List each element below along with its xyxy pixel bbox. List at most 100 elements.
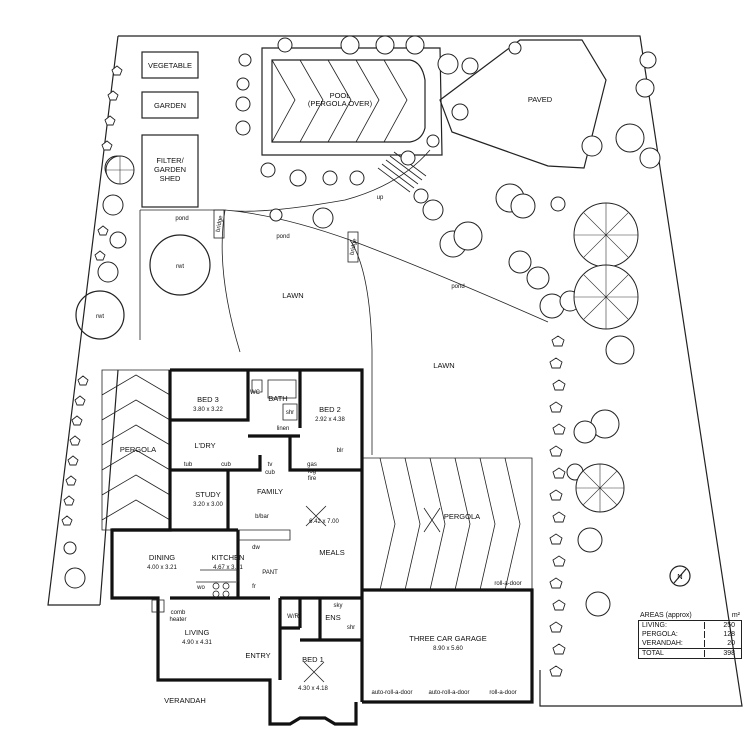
garden-bed (141, 91, 199, 119)
pergola-fan-mark (423, 507, 441, 533)
tree (453, 221, 483, 251)
pergola-east (362, 457, 533, 591)
rock-border-west (61, 375, 89, 526)
areas-total-value: 398 (704, 650, 738, 657)
bridge-label-2: bridge (350, 237, 359, 255)
hob-burner (222, 582, 230, 590)
tree (413, 188, 429, 204)
tree (605, 335, 635, 365)
entry-label: ENTRY (245, 651, 270, 660)
tree (461, 57, 479, 75)
bridge-1 (213, 209, 225, 239)
tree (64, 567, 86, 589)
tree (451, 103, 469, 121)
sky-label: sky (334, 603, 343, 609)
cub-label-1: cub (221, 462, 231, 468)
pool-water (271, 59, 426, 143)
areas-row: VERANDAH: 20 (639, 639, 741, 648)
lawn-label-1: LAWN (282, 291, 303, 300)
room-labels: BED 3 3.80 x 3.22 WC BATH shr linen BED … (147, 390, 522, 705)
tree (102, 194, 124, 216)
tub-label: tub (184, 462, 193, 468)
north-circle (669, 565, 691, 587)
areas-table: AREAS (approx) m² LIVING: 250 PERGOLA: 1… (638, 612, 742, 659)
areas-row-label: PERGOLA: (642, 631, 678, 638)
areas-total-row: TOTAL 398 (639, 648, 741, 658)
tree (63, 541, 77, 555)
hob-burner (212, 590, 220, 598)
bed1-dims: 4.30 x 4.18 (298, 686, 328, 692)
areas-row-value: 250 (704, 622, 738, 629)
tree (581, 135, 603, 157)
bed3-dims: 3.80 x 3.22 (193, 407, 223, 413)
tree (400, 150, 416, 166)
trees (63, 35, 661, 617)
tree (349, 170, 365, 186)
wc-label: WC (250, 390, 261, 396)
rock-borders (61, 65, 566, 677)
auto-roll-door-2-label: auto-roll-a-door (428, 690, 469, 696)
pool-label: POOL (330, 91, 351, 100)
tv-label: tv (268, 462, 273, 468)
wall-bedrooms (170, 370, 362, 530)
wall-ensuite (300, 598, 362, 642)
filter-shed-label-1: FILTER/ (156, 156, 184, 165)
bed1-fan-mark (303, 661, 325, 683)
areas-row-label: VERANDAH: (642, 640, 683, 647)
pond-label-2: pond (276, 234, 289, 240)
tree (289, 169, 307, 187)
roll-door-front-label: roll-a-door (489, 690, 516, 696)
kitchen-name: KITCHEN (212, 553, 245, 562)
tree (405, 35, 425, 55)
tree (238, 53, 252, 67)
tree (573, 420, 597, 444)
bed1-name: BED 1 (302, 655, 324, 664)
large-tree-branches (106, 156, 134, 184)
tree (508, 41, 522, 55)
auto-roll-door-1-label: auto-roll-a-door (371, 690, 412, 696)
tree (236, 77, 250, 91)
tree (526, 266, 550, 290)
pergola-west-label: PERGOLA (120, 445, 156, 454)
bed2-dims: 2.92 x 4.38 (315, 417, 345, 423)
dining-name: DINING (149, 553, 175, 562)
areas-row: PERGOLA: 128 (639, 630, 741, 639)
wall-bed1-bay (268, 700, 358, 726)
large-trees (105, 155, 639, 513)
filter-shed-label-3: SHED (160, 174, 181, 183)
heater-label: heater (169, 617, 186, 623)
pant-label: PANT (262, 570, 278, 576)
tree (437, 53, 459, 75)
meals-label: MEALS (319, 548, 344, 557)
areas-title: AREAS (approx) (640, 612, 692, 619)
tree (340, 35, 360, 55)
bed2-name: BED 2 (319, 405, 341, 414)
dining-dims: 4.00 x 3.21 (147, 565, 177, 571)
tree (422, 199, 444, 221)
tree (635, 78, 655, 98)
vegetable-label: VEGETABLE (148, 61, 192, 70)
wall-garage (360, 458, 534, 704)
tree (269, 208, 283, 222)
tree (639, 147, 661, 169)
large-tree-branches (574, 203, 638, 267)
fr-label: fr (252, 584, 256, 590)
study-name: STUDY (195, 490, 220, 499)
wall-kitchen (112, 528, 270, 600)
wall-north (170, 368, 364, 458)
pond-label-3: pond (451, 284, 464, 290)
tree (510, 193, 536, 219)
paved-area (439, 39, 607, 169)
rwt-label-2: rwt (96, 314, 104, 320)
areas-header: AREAS (approx) m² (638, 612, 742, 620)
areas-unit: m² (731, 612, 740, 619)
bath-label: BATH (268, 394, 287, 403)
rwt-tank-1 (149, 234, 211, 296)
tree (585, 591, 611, 617)
family-fan-mark (305, 505, 327, 527)
bbar-label: b/bar (255, 514, 269, 520)
north-arrow-line (673, 568, 687, 584)
dw-label: dw (252, 545, 260, 551)
shr-label-1: shr (286, 410, 294, 416)
tree (97, 261, 119, 283)
